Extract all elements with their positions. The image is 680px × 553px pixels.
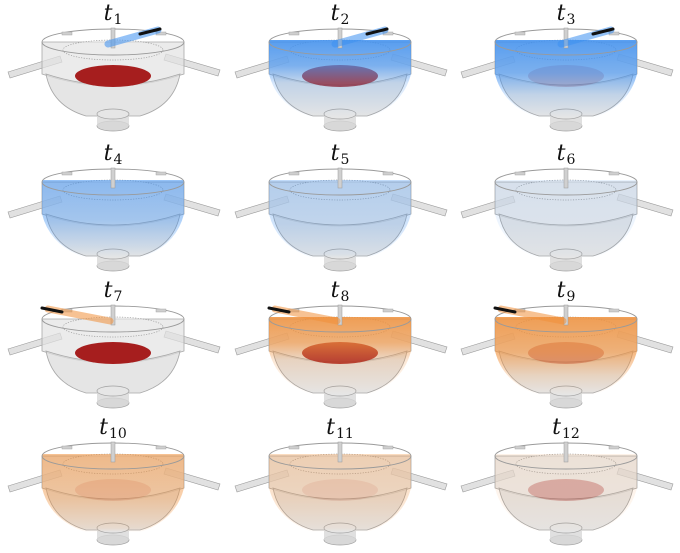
panel-t9: t9 [453, 277, 679, 415]
panel-label: t4 [103, 141, 123, 169]
fluid-field [269, 40, 411, 118]
fluid-field [42, 454, 184, 532]
panel-label: t7 [103, 278, 123, 306]
center-tube [563, 304, 569, 326]
vessel-diagram [7, 167, 221, 272]
panel-t2: t2 [227, 0, 453, 138]
fluid-field [495, 40, 637, 118]
rim-tab [288, 171, 300, 176]
vessel-diagram [234, 441, 448, 546]
center-tube [110, 441, 116, 463]
panel-label: t10 [99, 415, 127, 443]
injector-probe [493, 306, 517, 314]
vessel-diagram [7, 26, 221, 132]
vessel-diagram [234, 26, 448, 132]
vessel-diagram [460, 304, 674, 409]
panel-t10: t10 [0, 414, 226, 552]
vessel-diagram [460, 441, 674, 546]
perforated-plate [62, 39, 164, 61]
panel-label: t8 [330, 278, 350, 306]
rim-tab [514, 31, 526, 36]
fluid-field [495, 180, 637, 258]
panel-t5: t5 [227, 140, 453, 278]
panel-t8: t8 [227, 277, 453, 415]
panel-label: t1 [103, 1, 123, 29]
rim-tab [61, 445, 73, 450]
panel-t7: t7 [0, 277, 226, 415]
center-tube [337, 441, 343, 463]
center-tube [110, 304, 116, 326]
center-tube [337, 304, 343, 326]
rim-tab [514, 445, 526, 450]
panel-t6: t6 [453, 140, 679, 278]
rim-tab [61, 171, 73, 176]
rim-tab [382, 308, 394, 313]
rim-tab [514, 171, 526, 176]
center-tube [337, 167, 343, 189]
vessel-diagram [460, 26, 674, 132]
rim-tab [288, 445, 300, 450]
fluid-field [269, 454, 411, 532]
injector-probe [591, 27, 615, 36]
panel-label: t3 [556, 1, 576, 29]
panel-t1: t1 [0, 0, 226, 138]
hot-plate [75, 342, 151, 364]
panel-label: t9 [556, 278, 576, 306]
rim-tab [608, 171, 620, 176]
hot-plate [75, 65, 151, 87]
vessel-diagram [234, 167, 448, 272]
injector-probe [365, 27, 389, 36]
rim-tab [382, 171, 394, 176]
injector-probe [267, 306, 291, 314]
panel-label: t6 [556, 141, 576, 169]
rim-tab [382, 445, 394, 450]
center-tube [337, 27, 343, 49]
injector-probe [138, 27, 162, 36]
fluid-field [495, 317, 637, 395]
perforated-plate [62, 316, 164, 338]
rim-tab [155, 171, 167, 176]
panel-t4: t4 [0, 140, 226, 278]
panel-label: t2 [330, 1, 350, 29]
rim-tab [608, 308, 620, 313]
outlet-top-rim [96, 108, 130, 120]
center-tube [563, 441, 569, 463]
vessel-diagram [7, 441, 221, 546]
rim-tab [608, 445, 620, 450]
fluid-field [269, 180, 411, 258]
rim-tab [288, 31, 300, 36]
center-tube [563, 27, 569, 49]
panel-t11: t11 [227, 414, 453, 552]
center-tube [563, 167, 569, 189]
fluid-field [269, 317, 411, 395]
rim-tab [61, 31, 73, 36]
panel-label: t12 [552, 415, 580, 443]
vessel-diagram [460, 167, 674, 272]
center-tube [110, 27, 116, 49]
vessel-diagram [7, 304, 221, 409]
fluid-field [42, 180, 184, 258]
panel-t12: t12 [453, 414, 679, 552]
rim-tab [155, 308, 167, 313]
fluid-field [495, 454, 637, 532]
rim-tab [155, 445, 167, 450]
injector-probe [40, 306, 64, 314]
vessel-diagram [234, 304, 448, 409]
panel-label: t5 [330, 141, 350, 169]
panel-t3: t3 [453, 0, 679, 138]
center-tube [110, 167, 116, 189]
panel-label: t11 [326, 415, 354, 443]
outlet-top-rim [96, 385, 130, 397]
